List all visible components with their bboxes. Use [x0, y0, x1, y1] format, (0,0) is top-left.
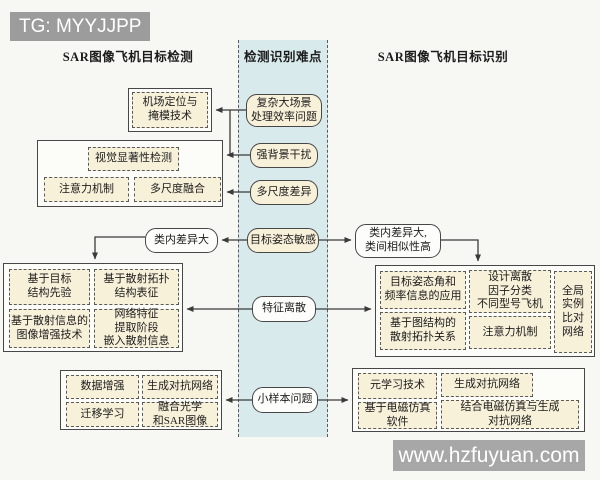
method-scattering-topology: 基于散射拓扑 结构表征	[94, 269, 179, 305]
method-embed-scattering-info: 网络特征 提取阶段 嵌入散射信息	[94, 308, 179, 348]
method-global-instance-network: 全局 实例 比对 网络	[554, 271, 592, 353]
header-difficulties: 检测识别难点	[243, 50, 322, 64]
method-data-augmentation: 数据增强	[66, 375, 139, 399]
method-fuse-optical-sar: 融合光学 和SAR图像	[142, 401, 218, 427]
method-attention-mechanism: 注意力机制	[44, 177, 129, 202]
method-graph-scattering-topology: 基于图结构的 散射拓扑关系	[380, 312, 466, 350]
arrow-intra-inter-to-feature-group	[441, 239, 481, 262]
method-airport-masking: 机场定位与 掩模技术	[128, 88, 212, 132]
method-scattering-enhancement: 基于散射信息的 图像增强技术	[9, 309, 90, 348]
method-meta-learning: 元学习技术	[358, 373, 437, 399]
banner-tag: TG: MYYJJPP	[10, 12, 150, 41]
method-discrete-factor-classify: 设计离散 因子分类 不同型号飞机	[469, 270, 551, 313]
header-recognition: SAR图像飞机目标识别	[377, 50, 509, 64]
difficulty-complex-scene: 复杂大场景 处理效率问题	[246, 94, 322, 127]
group-visual-saliency: 视觉显著性检测 注意力机制 多尺度融合	[37, 140, 223, 207]
node-intra-inter-class: 类内差异大, 类间相似性高	[355, 224, 441, 258]
method-visual-saliency: 视觉显著性检测	[88, 147, 179, 171]
method-em-simulation: 基于电磁仿真 软件	[358, 402, 437, 429]
difficulty-feature-discrete: 特征离散	[252, 296, 316, 322]
method-attention-recognition: 注意力机制	[469, 316, 551, 349]
watermark: www.hzfuyuan.com	[393, 440, 585, 471]
difficulty-pose-sensitive: 目标姿态敏感	[247, 228, 319, 253]
difficulty-multiscale: 多尺度差异	[250, 180, 318, 205]
method-em-simulation-gan: 结合电磁仿真与生成 对抗网络	[441, 400, 579, 429]
group-fewshot-detection: 数据增强 生成对抗网络 迁移学习 融合光学 和SAR图像	[60, 370, 222, 430]
group-fewshot-recognition: 元学习技术 生成对抗网络 基于电磁仿真 软件 结合电磁仿真与生成 对抗网络	[352, 368, 585, 432]
method-pose-frequency-info: 目标姿态角和 频率信息的应用	[380, 271, 466, 309]
difficulty-strong-background: 强背景干扰	[250, 143, 318, 168]
method-gan-recognition: 生成对抗网络	[441, 373, 533, 397]
node-intra-class-variance: 类内差异大	[145, 228, 218, 253]
method-airport-masking-label: 机场定位与 掩模技术	[132, 92, 208, 128]
method-transfer-learning: 迁移学习	[66, 402, 139, 427]
group-structure-methods: 基于目标 结构先验 基于散射拓扑 结构表征 基于散射信息的 图像增强技术 网络特…	[3, 263, 183, 352]
arrow-intra-to-structure-group	[92, 236, 145, 260]
method-gan-detection: 生成对抗网络	[142, 375, 218, 399]
method-multiscale-fusion: 多尺度融合	[134, 177, 221, 202]
difficulty-few-shot: 小样本问题	[252, 387, 318, 413]
method-target-structure-prior: 基于目标 结构先验	[9, 269, 90, 305]
header-detection: SAR图像飞机目标检测	[62, 50, 194, 64]
group-feature-recognition: 目标姿态角和 频率信息的应用 设计离散 因子分类 不同型号飞机 全局 实例 比对…	[375, 265, 595, 357]
